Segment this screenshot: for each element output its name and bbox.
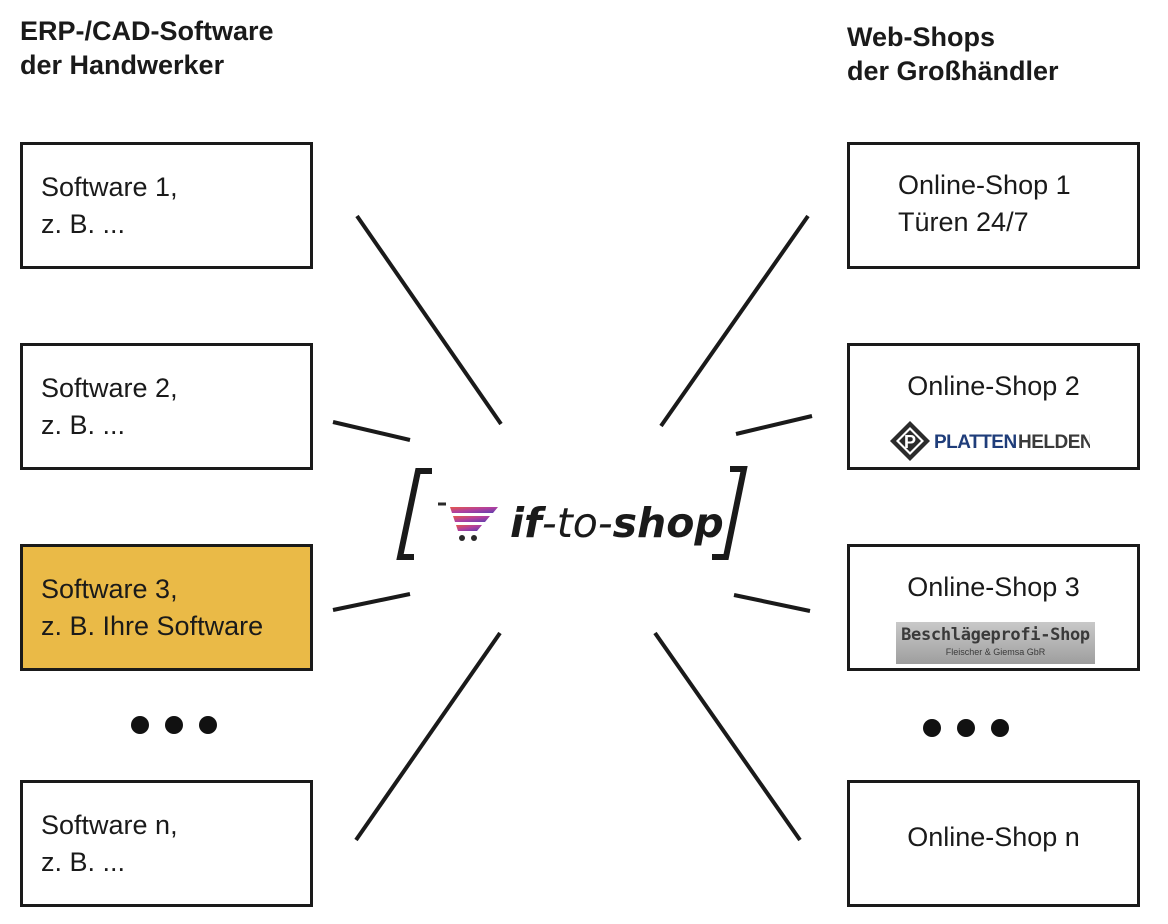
wordmark-if: if	[510, 499, 542, 547]
beschlaegeprofi-logo: Beschlägeprofi-Shop Fleischer & Giemsa G…	[896, 622, 1095, 664]
connector-software-2	[332, 420, 411, 442]
shop-box-n: Online-Shop n	[847, 780, 1140, 907]
left-heading: ERP-/CAD-Software der Handwerker	[20, 14, 274, 82]
svg-text:P: P	[904, 432, 916, 452]
connector-shop-1	[659, 214, 810, 428]
software-2-name: Software 2,	[41, 373, 178, 403]
right-bracket-icon	[712, 466, 748, 560]
plattenhelden-text-a: PLATTEN	[934, 432, 1017, 453]
software-box-2: Software 2, z. B. ...	[20, 343, 313, 470]
right-heading-line1: Web-Shops	[847, 22, 995, 52]
software-3-example: z. B. Ihre Software	[41, 611, 264, 641]
software-box-n: Software n, z. B. ...	[20, 780, 313, 907]
software-1-name: Software 1,	[41, 172, 178, 202]
left-heading-line1: ERP-/CAD-Software	[20, 16, 274, 46]
shop-box-1: Online-Shop 1 Türen 24/7	[847, 142, 1140, 269]
left-ellipsis-dots	[131, 716, 217, 734]
dot	[957, 719, 975, 737]
dot	[199, 716, 217, 734]
software-n-example: z. B. ...	[41, 847, 126, 877]
plattenhelden-text-b: HELDEN	[1018, 432, 1090, 453]
left-bracket-icon	[396, 468, 432, 560]
software-n-name: Software n,	[41, 810, 178, 840]
shop-box-2: Online-Shop 2 P PLATTEN HELDEN	[847, 343, 1140, 470]
beschlaegeprofi-logo-text: Beschlägeprofi-Shop	[901, 625, 1090, 645]
software-1-example: z. B. ...	[41, 209, 126, 239]
software-box-3-highlighted: Software 3, z. B. Ihre Software	[20, 544, 313, 671]
shop-3-name: Online-Shop 3	[907, 572, 1080, 602]
beschlaegeprofi-logo-subtext: Fleischer & Giemsa GbR	[945, 647, 1046, 657]
right-heading-line2: der Großhändler	[847, 56, 1059, 86]
wordmark-shop: shop	[612, 499, 724, 547]
dot	[131, 716, 149, 734]
plattenhelden-logo-graphic: P PLATTEN HELDEN	[890, 421, 1094, 461]
shop-2-name: Online-Shop 2	[907, 371, 1080, 401]
connector-shop-3	[733, 593, 811, 613]
if-to-shop-wordmark: if-to-shop	[510, 497, 724, 549]
plattenhelden-logo: P PLATTEN HELDEN	[890, 421, 1094, 471]
wordmark-to: -to-	[541, 499, 613, 547]
right-heading: Web-Shops der Großhändler	[847, 20, 1059, 88]
left-heading-line2: der Handwerker	[20, 50, 225, 80]
connector-software-n	[354, 631, 502, 842]
software-box-1: Software 1, z. B. ...	[20, 142, 313, 269]
shop-1-subtitle: Türen 24/7	[898, 207, 1029, 237]
connector-software-3	[332, 592, 411, 612]
connector-shop-2	[735, 414, 813, 436]
shop-box-3: Online-Shop 3 Beschlägeprofi-Shop Fleisc…	[847, 544, 1140, 671]
dot	[991, 719, 1009, 737]
logo-brackets-and-cart	[396, 466, 748, 560]
software-3-name: Software 3,	[41, 574, 178, 604]
connector-software-1	[355, 214, 503, 426]
shopping-cart-icon	[438, 502, 498, 541]
software-2-example: z. B. ...	[41, 410, 126, 440]
shop-1-name: Online-Shop 1	[898, 170, 1071, 200]
connector-shop-n	[653, 631, 802, 842]
dot	[165, 716, 183, 734]
dot	[923, 719, 941, 737]
right-ellipsis-dots	[923, 719, 1009, 737]
shop-n-name: Online-Shop n	[907, 822, 1080, 852]
